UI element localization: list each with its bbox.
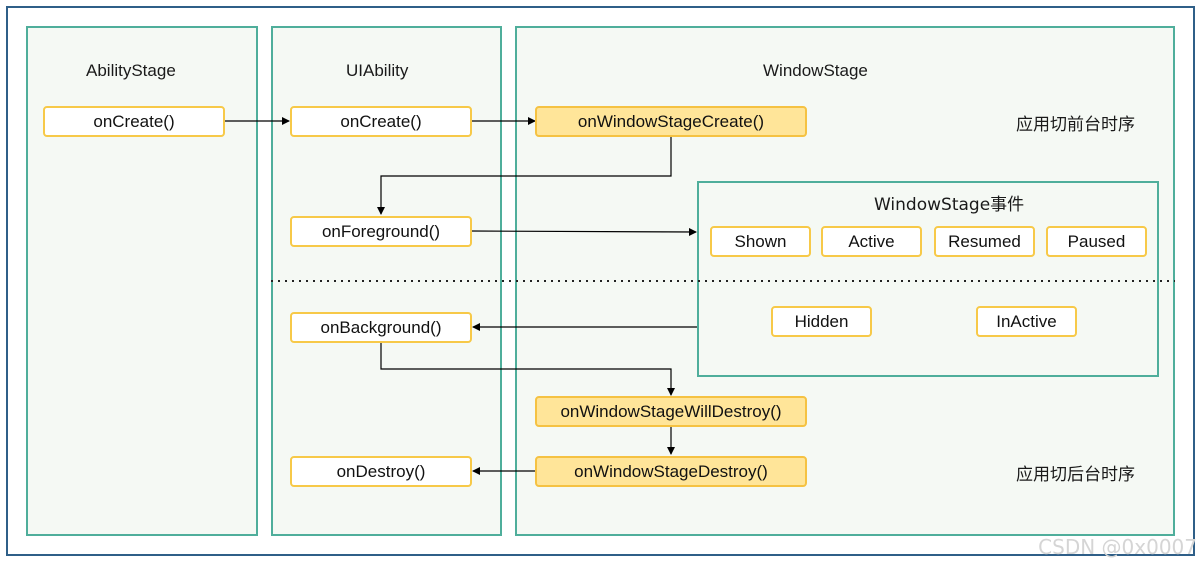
background-sequence-note: 应用切后台时序 [1016,465,1135,485]
event-resumed: Resumed [934,226,1035,257]
event-paused: Paused [1046,226,1147,257]
watermark: CSDN @0x0007 [1038,535,1197,559]
foreground-sequence-note: 应用切前台时序 [1016,115,1135,135]
uiability-onforeground-box: onForeground() [290,216,472,247]
lane-title-window-stage: WindowStage [763,61,868,80]
lane-title-ability-stage: AbilityStage [86,61,176,80]
lane-title-ui-ability: UIAbility [346,61,409,80]
windowstage-create-box: onWindowStageCreate() [535,106,807,137]
arrow-background-to-will-destroy [380,343,675,396]
event-shown: Shown [710,226,811,257]
arrow-windowstage-create-to-foreground [377,136,672,215]
event-active: Active [821,226,922,257]
event-hidden: Hidden [771,306,872,337]
uiability-oncreate-box: onCreate() [290,106,472,137]
events-title: WindowStage事件 [874,195,1025,215]
uiability-onbackground-box: onBackground() [290,312,472,343]
windowstage-will-destroy-box: onWindowStageWillDestroy() [535,396,807,427]
event-inactive: InActive [976,306,1077,337]
uiability-ondestroy-box: onDestroy() [290,456,472,487]
ability-stage-oncreate-box: onCreate() [43,106,225,137]
windowstage-destroy-box: onWindowStageDestroy() [535,456,807,487]
window-stage-events-panel [697,181,1159,377]
arrow-foreground-to-events [470,227,697,236]
